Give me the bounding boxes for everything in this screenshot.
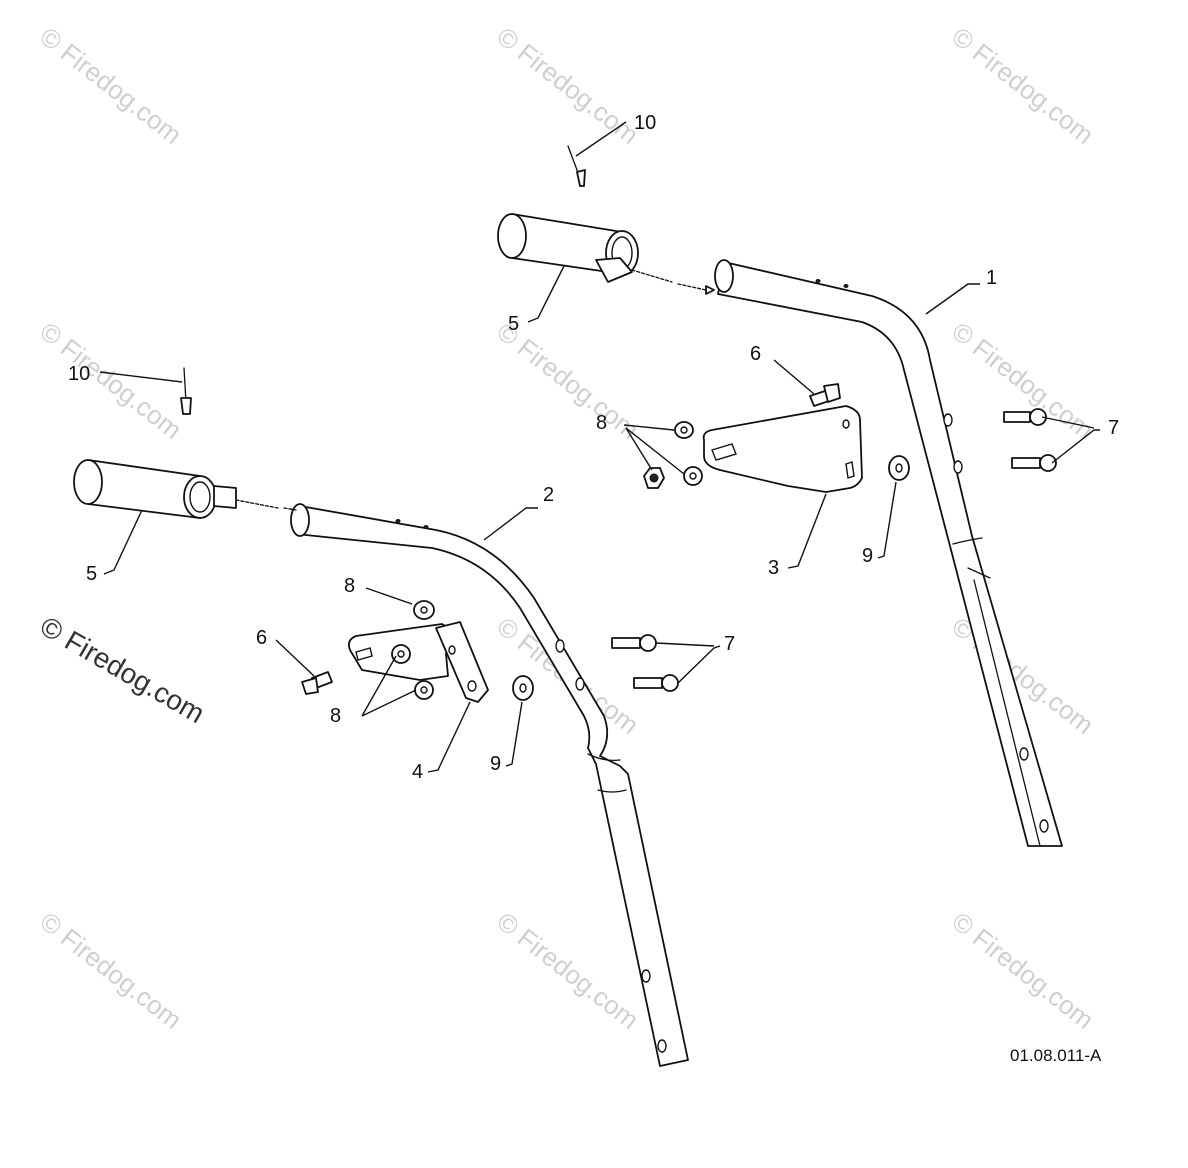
- top-nuts: [643, 421, 703, 489]
- watermark: © Firedog.com: [34, 21, 187, 150]
- callout-3: 3: [768, 557, 779, 579]
- callout-2: 2: [543, 484, 554, 506]
- left-washer: [512, 675, 534, 701]
- callout-8-left-a: 8: [344, 575, 355, 597]
- leader-lines: [99, 121, 1100, 773]
- watermark: © Firedog.com: [946, 316, 1099, 445]
- callout-8-top: 8: [596, 412, 607, 434]
- right-handle-tube: [714, 259, 1063, 847]
- left-rivet: [180, 367, 192, 415]
- middle-bolts: [611, 634, 679, 692]
- callout-7-mid: 7: [724, 633, 735, 655]
- left-nuts: [391, 600, 435, 700]
- right-bolts: [1003, 408, 1057, 472]
- watermark: © Firedog.com: [946, 906, 1099, 1035]
- watermark-layer: © Firedog.com © Firedog.com © Firedog.co…: [34, 21, 1099, 1035]
- right-washer: [888, 455, 910, 481]
- watermark: © Firedog.com: [491, 21, 644, 150]
- callout-8-left-b: 8: [330, 705, 341, 727]
- top-grip: [497, 213, 715, 295]
- watermark-main: © Firedog.com: [35, 610, 210, 729]
- left-grip: [73, 459, 297, 519]
- diagram-code: 01.08.011-A: [1010, 1046, 1102, 1065]
- watermark: © Firedog.com: [946, 21, 1099, 150]
- watermark: © Firedog.com: [491, 316, 644, 445]
- callout-5-left: 5: [86, 563, 97, 585]
- callout-7-right: 7: [1108, 417, 1119, 439]
- right-bracket: [702, 405, 863, 493]
- left-bolt: [301, 671, 333, 695]
- callout-10-top: 10: [634, 112, 656, 134]
- callout-10-left: 10: [68, 363, 90, 385]
- left-handle-tube: [290, 503, 689, 1067]
- watermark: © Firedog.com: [491, 906, 644, 1035]
- callout-1: 1: [986, 267, 997, 289]
- callout-6-top: 6: [750, 343, 761, 365]
- watermark: © Firedog.com: [34, 906, 187, 1035]
- callout-5-top: 5: [508, 313, 519, 335]
- top-rivet: [567, 145, 586, 187]
- top-bolt: [809, 383, 841, 407]
- callout-6-left: 6: [256, 627, 267, 649]
- callout-9-left: 9: [490, 753, 501, 775]
- callout-numbers: 1 2 3 4 5 5 6 6 7 7 8 8 8 9 9 10 10: [68, 112, 1119, 783]
- callout-4: 4: [412, 761, 423, 783]
- callout-9-right: 9: [862, 545, 873, 567]
